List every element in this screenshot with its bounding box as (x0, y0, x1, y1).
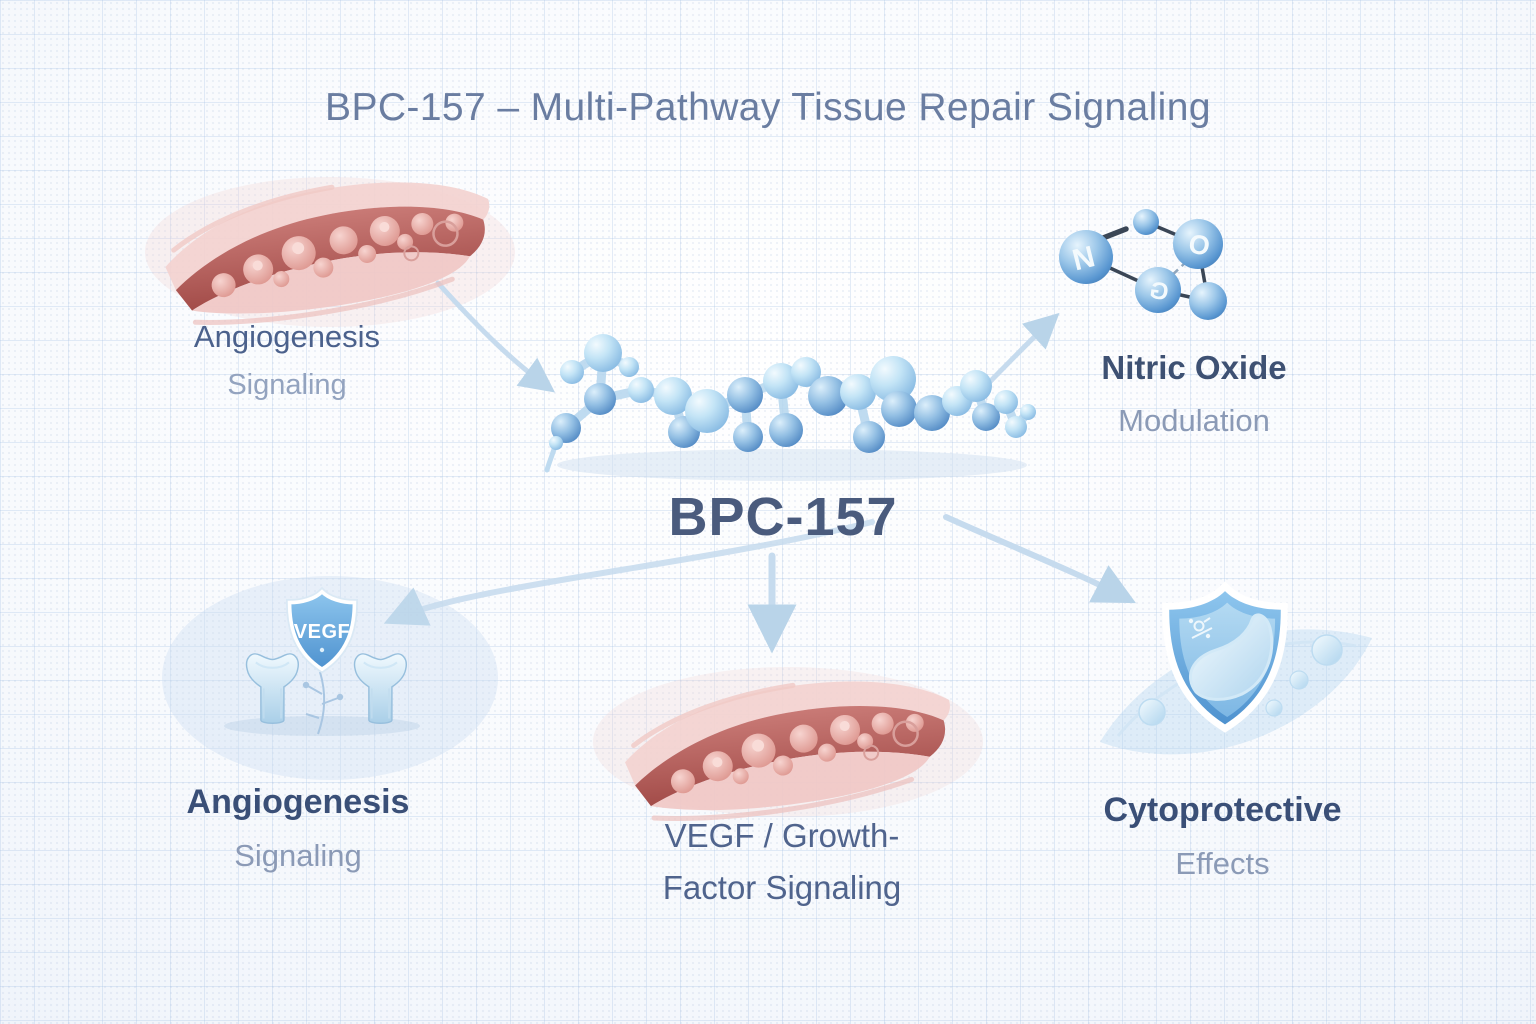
blocked-microbe-icon (1188, 617, 1213, 639)
pathway-arrows (383, 280, 1136, 654)
vegf-shield-label: VEGF (294, 621, 350, 643)
cytoprotective-subtitle: Effects (1175, 845, 1270, 881)
shield-sparkle (319, 647, 325, 653)
bpc157-molecule (544, 334, 1036, 473)
bpc157-center-label: BPC-157 (668, 487, 898, 547)
page-title: BPC-157 – Multi-Pathway Tissue Repair Si… (325, 86, 1211, 129)
angiogenesis-top-title: Angiogenesis (193, 319, 381, 354)
label-vegf-growth-factor: VEGF / Growth- Factor Signaling (592, 810, 972, 914)
cytoprotective-scene (1100, 591, 1372, 755)
nitric-oxide-subtitle: Modulation (1118, 402, 1270, 438)
angiogenesis-bottom-subtitle: Signaling (234, 837, 362, 873)
organ-droplet-icon (1189, 613, 1274, 701)
arrow-bpc-to-angiogenesis (383, 519, 875, 626)
arrow-vessel-to-molecule (435, 280, 556, 393)
vegf-growth-line2: Factor Signaling (662, 869, 902, 907)
vegf-receptor-scene: VEGF (224, 592, 420, 736)
nitric-oxide-title: Nitric Oxide (1101, 349, 1287, 386)
angiogenesis-top-subtitle: Signaling (227, 368, 347, 401)
label-cytoprotective: Cytoprotective Effects (1050, 788, 1395, 885)
vegf-growth-line1: VEGF / Growth- (664, 817, 900, 854)
signal-branch (302, 671, 344, 735)
label-nitric-oxide: Nitric Oxide Modulation (1033, 346, 1355, 441)
arrow-bpc-to-cytoprotective (943, 514, 1136, 604)
label-angiogenesis-top: Angiogenesis Signaling (122, 316, 452, 405)
atom-label-g: G (1148, 277, 1170, 306)
atom-label-o: O (1187, 229, 1212, 262)
water-droplets (1138, 634, 1343, 726)
nitric-oxide-molecule: N O G (1059, 209, 1227, 320)
cytoprotective-title: Cytoprotective (1103, 791, 1342, 829)
angiogenesis-bottom-title: Angiogenesis (186, 783, 410, 821)
label-angiogenesis-bottom: Angiogenesis Signaling (128, 780, 468, 877)
